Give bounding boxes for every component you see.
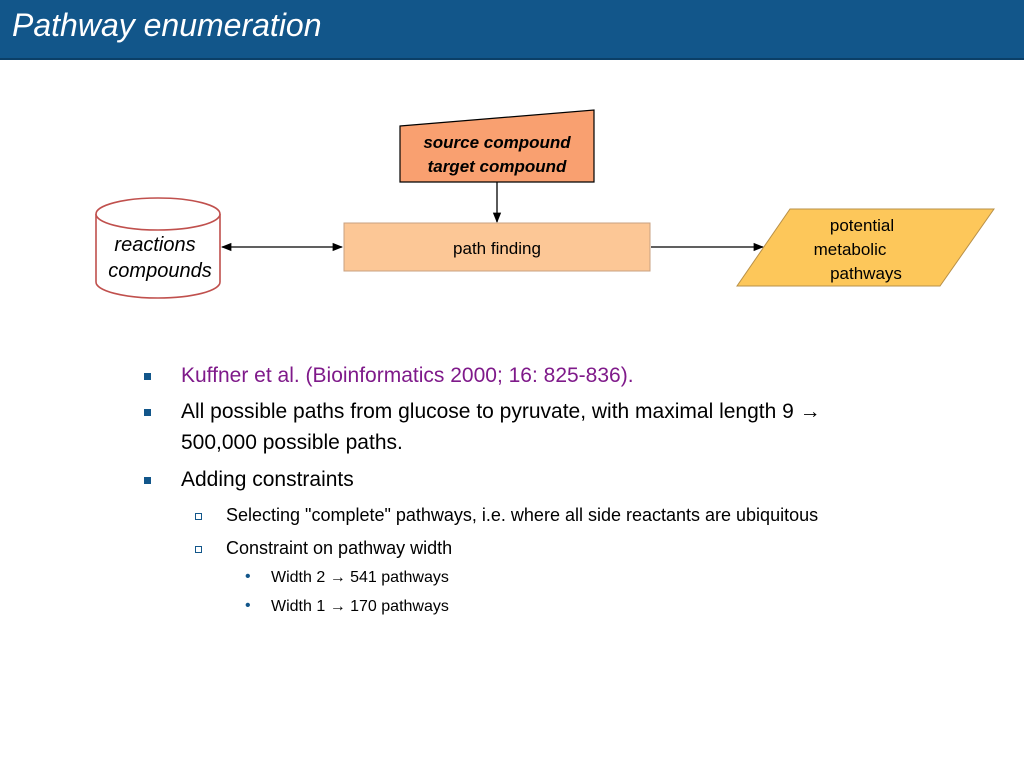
output-parallelogram: potential metabolic pathways bbox=[736, 208, 995, 287]
square-bullet-icon bbox=[144, 409, 151, 416]
subbullet-complete-pathways: Selecting "complete" pathways, i.e. wher… bbox=[226, 505, 819, 525]
source-compound-label: source compound bbox=[423, 133, 571, 152]
reactions-label: reactions bbox=[114, 234, 195, 256]
hollow-square-bullet-icon bbox=[195, 546, 202, 553]
path-finding-box: path finding bbox=[343, 222, 651, 272]
square-bullet-icon bbox=[144, 373, 151, 380]
subbullet-pathway-width: Constraint on pathway width bbox=[226, 538, 453, 558]
bullet-reference: Kuffner et al. (Bioinformatics 2000; 16:… bbox=[181, 364, 634, 387]
compounds-label: compounds bbox=[108, 260, 211, 282]
title-bar: Pathway enumeration bbox=[0, 0, 1024, 60]
database-cylinder: reactions compounds bbox=[95, 197, 221, 299]
metabolic-label: metabolic bbox=[814, 240, 887, 259]
bullet-all-paths-line1: All possible paths from glucose to pyruv… bbox=[181, 400, 821, 423]
source-target-box: source compound target compound bbox=[399, 109, 595, 183]
slide-title: Pathway enumeration bbox=[12, 7, 322, 43]
subsubbullet-width-1: Width 1 → 170 pathways bbox=[271, 598, 449, 615]
pathway-diagram: source compound target compound reaction… bbox=[95, 109, 995, 299]
subsubbullet-width-2: Width 2 → 541 pathways bbox=[271, 569, 449, 586]
path-finding-label: path finding bbox=[453, 239, 541, 258]
dot-bullet-icon: • bbox=[245, 597, 251, 614]
pathways-label: pathways bbox=[830, 264, 902, 283]
potential-label: potential bbox=[830, 216, 894, 235]
bullet-adding-constraints: Adding constraints bbox=[181, 468, 354, 491]
square-bullet-icon bbox=[144, 477, 151, 484]
target-compound-label: target compound bbox=[428, 157, 567, 176]
hollow-square-bullet-icon bbox=[195, 513, 202, 520]
bullet-all-paths-line2: 500,000 possible paths. bbox=[181, 431, 403, 454]
dot-bullet-icon: • bbox=[245, 568, 251, 585]
